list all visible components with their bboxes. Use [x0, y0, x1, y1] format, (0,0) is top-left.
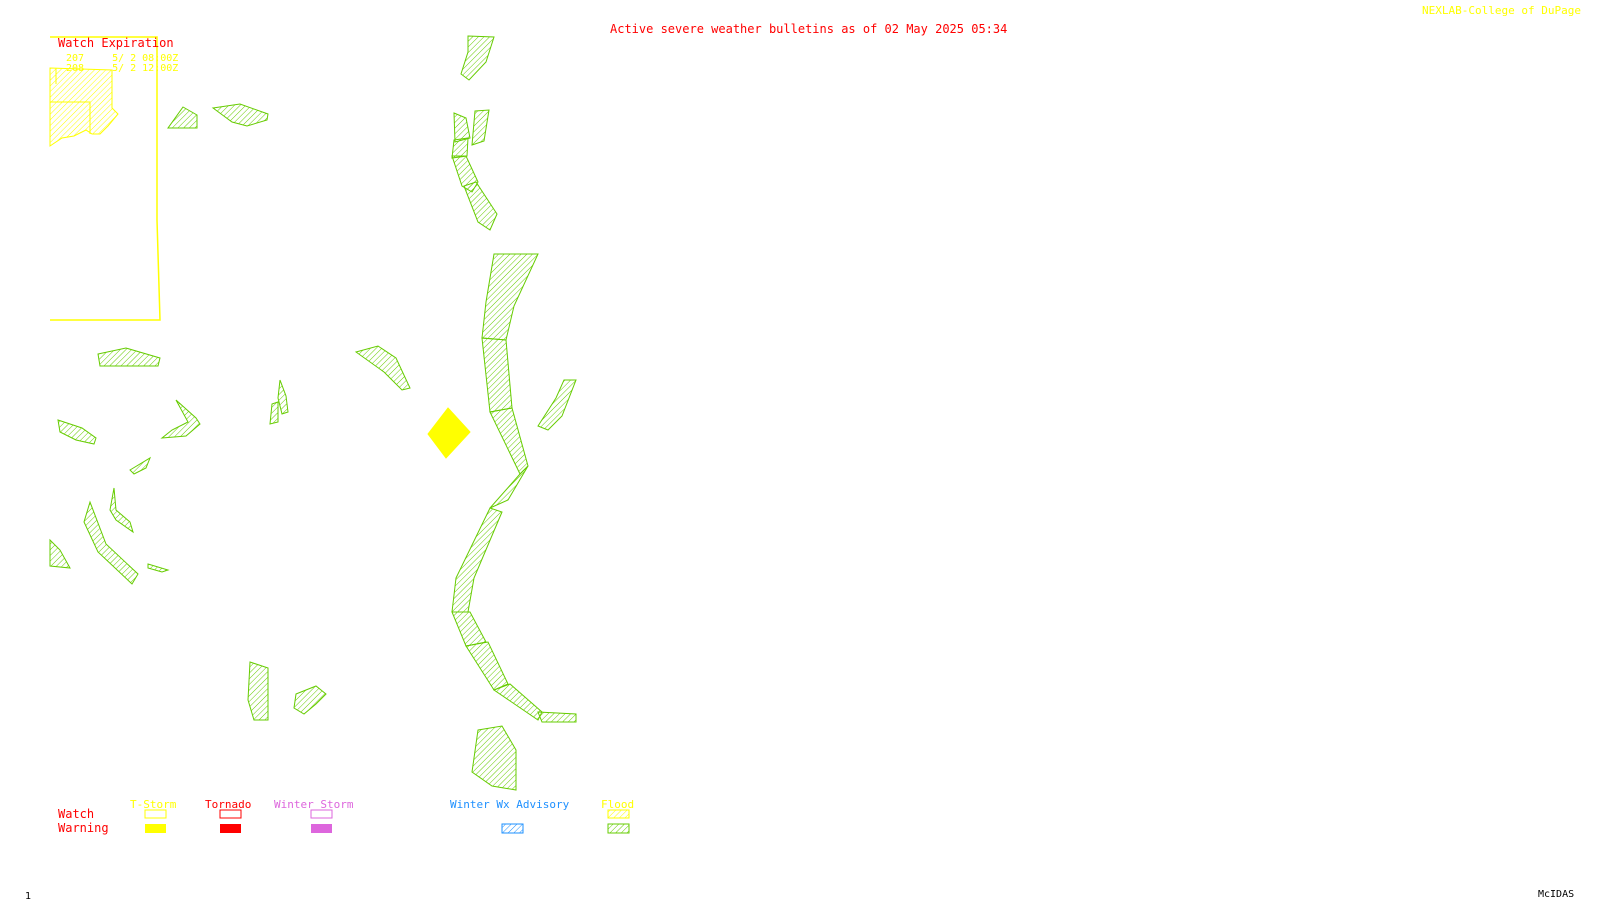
- flood-watch-area: [49, 67, 119, 147]
- flood-warning-polygon: [451, 611, 487, 647]
- flood-warning-polygon: [465, 641, 509, 691]
- legend-tornado-warning-box: [220, 824, 241, 833]
- flood-warning-polygon: [451, 137, 469, 159]
- flood-warning-polygon: [49, 538, 71, 569]
- watch-expiration-title: Watch Expiration: [58, 36, 174, 50]
- legend-flood-warning-box: [607, 823, 630, 834]
- tstorm-watch-outline: [50, 36, 161, 321]
- flood-warning-polygon: [129, 456, 152, 475]
- legend-row-watch: Watch: [58, 807, 95, 821]
- software-label: McIDAS: [1538, 889, 1575, 900]
- flood-warning-polygon: [481, 337, 513, 413]
- flood-warning-polygon: [277, 379, 289, 415]
- flood-warning-polygon: [463, 181, 498, 231]
- flood-warning-polygon: [481, 253, 539, 341]
- flood-warning-polygon: [57, 419, 97, 445]
- flood-warning-polygon: [109, 487, 134, 534]
- legend-label-tstorm: T-Storm: [130, 798, 177, 811]
- watch-expiration-row: 208 5/ 2 12:00Z: [66, 63, 178, 74]
- flood-warning-polygon: [451, 507, 503, 613]
- flood-warning-polygon: [453, 112, 471, 143]
- flood-warning-polygon: [247, 661, 269, 721]
- legend-boxes: [144, 809, 630, 834]
- flood-warning-polygon: [537, 379, 577, 431]
- tstorm-warning-polygon: [427, 407, 471, 459]
- watch-number: 208: [66, 63, 85, 74]
- flood-warning-polygon: [471, 725, 517, 791]
- watch-number: 207: [66, 53, 85, 64]
- legend-winter-wx-advisory-box: [501, 823, 524, 834]
- flood-warning-polygon: [269, 401, 279, 425]
- flood-warning-polygon: [489, 407, 529, 475]
- legend-row-warning: Warning: [58, 821, 109, 835]
- flood-warning-polygon: [489, 465, 529, 509]
- flood-warning-polygon: [211, 103, 269, 127]
- legend-tstorm-warning-box: [145, 824, 166, 833]
- flood-warning-polygon: [492, 683, 543, 721]
- flood-warning-polygon: [83, 500, 139, 585]
- legend-label-tornado: Tornado: [205, 798, 252, 811]
- flood-warning-polygon: [460, 35, 495, 81]
- legend-label-winter-wx-advisory: Winter Wx Advisory: [450, 798, 570, 811]
- legend-winter-storm-watch-box: [310, 809, 333, 819]
- flood-warning-polygon: [97, 347, 161, 367]
- flood-warning-polygon: [160, 399, 201, 439]
- flood-warning-polygon: [167, 106, 198, 129]
- legend-label-flood: Flood: [601, 798, 635, 811]
- watch-expiry-time: 5/ 2 12:00Z: [112, 63, 179, 74]
- bulletin-title: Active severe weather bulletins as of 02…: [610, 22, 1008, 36]
- flood-warning-polygon: [537, 711, 577, 723]
- flood-warning-polygon: [293, 685, 327, 715]
- legend-flood-watch-box: [607, 809, 630, 819]
- watch-expiry-time: 5/ 2 08:00Z: [112, 53, 179, 64]
- source-credit: NEXLAB-College of DuPage: [1422, 4, 1581, 17]
- legend-winter-storm-warning-box: [311, 824, 332, 833]
- legend-tstorm-watch-box: [144, 809, 167, 819]
- legend-tornado-watch-box: [219, 809, 242, 819]
- flood-warning-polygon: [147, 563, 170, 573]
- watch-expiration-row: 207 5/ 2 08:00Z: [66, 53, 178, 64]
- legend-label-winter-storm: Winter Storm: [274, 798, 354, 811]
- flood-warning-polygon: [471, 109, 490, 146]
- frame-number: 1: [25, 891, 32, 902]
- flood-warning-polygon: [354, 345, 411, 391]
- flood-warnings: [49, 35, 577, 791]
